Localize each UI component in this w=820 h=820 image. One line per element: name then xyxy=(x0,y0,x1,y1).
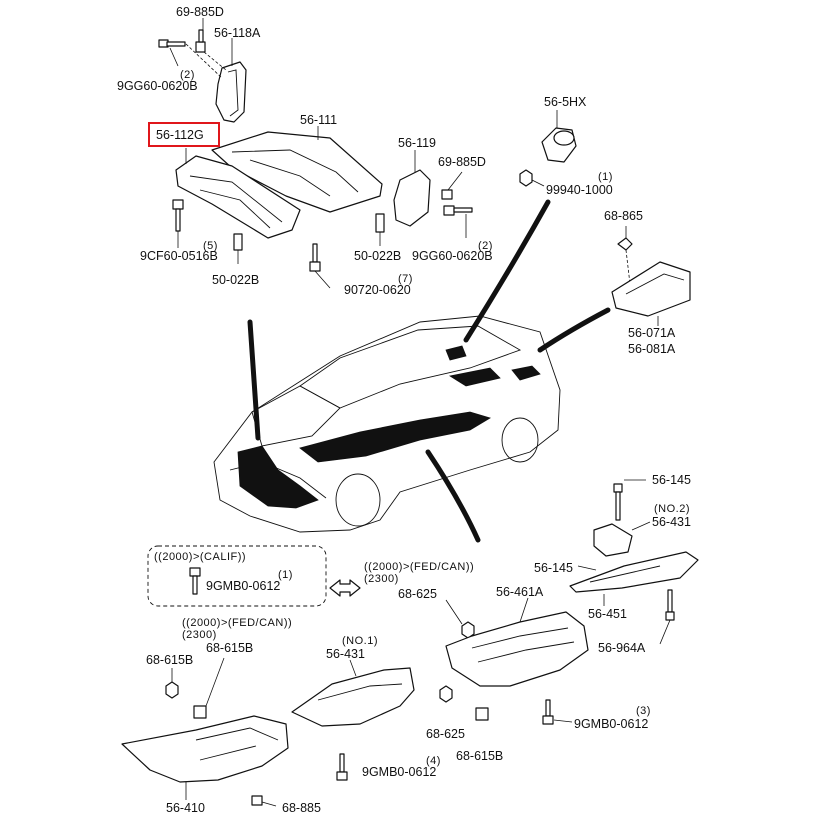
label-68-865: 68-865 xyxy=(604,209,643,223)
bolt-9GG60-right xyxy=(443,205,473,216)
label-9GMB0-4: 9GMB0-0612 xyxy=(362,765,436,779)
label-9GMB0-calif: 9GMB0-0612 xyxy=(206,579,280,593)
note-fedcan-right-1: ((2000)>(FED/CAN)) xyxy=(364,561,474,573)
label-90720: 90720-0620 xyxy=(344,283,411,297)
double-arrow xyxy=(329,579,361,597)
label-68-615B-left2: 68-615B xyxy=(206,641,253,655)
label-56-119: 56-119 xyxy=(398,136,436,150)
note-fedcan-right-2: (2300) xyxy=(364,573,399,585)
label-50-022B-right: 50-022B xyxy=(354,249,401,263)
label-56-431-left: 56-431 xyxy=(326,647,365,661)
label-68-885: 68-885 xyxy=(282,801,321,815)
note-calif: ((2000)>(CALIF)) xyxy=(154,551,246,563)
bolt-56-145-top xyxy=(613,483,623,521)
leader-front xyxy=(247,319,261,441)
leader-right xyxy=(537,307,611,353)
bolt-9GMB0-3 xyxy=(542,699,554,725)
label-56-112G: 56-112G xyxy=(156,128,204,142)
label-56-451: 56-451 xyxy=(588,607,627,621)
note-fedcan-left-1: ((2000)>(FED/CAN)) xyxy=(182,617,292,629)
clip-50-022B-left xyxy=(233,233,243,251)
label-56-964A: 56-964A xyxy=(598,641,646,655)
label-56-111: 56-111 xyxy=(300,113,337,127)
label-qty-1-calif: (1) xyxy=(278,569,293,581)
label-qty-1-top: (1) xyxy=(598,171,613,183)
heat-shield-56-461A xyxy=(445,611,589,687)
leader-top xyxy=(463,199,551,343)
insulator-56-431-left xyxy=(291,667,415,727)
highlight-box-56-112G xyxy=(148,122,220,147)
label-qty-2-right: (2) xyxy=(478,240,493,252)
label-qty-7: (7) xyxy=(398,273,413,285)
label-no-2: (NO.2) xyxy=(654,503,690,515)
label-56-145-mid: 56-145 xyxy=(534,561,573,575)
label-56-145-top: 56-145 xyxy=(652,473,691,487)
leader-bottom xyxy=(425,449,481,543)
label-no-1: (NO.1) xyxy=(342,635,378,647)
bolt-9GG60-top xyxy=(158,39,186,48)
label-68-615B-left: 68-615B xyxy=(146,653,193,667)
label-50-022B-left: 50-022B xyxy=(212,273,259,287)
label-qty-2-top: (2) xyxy=(180,69,195,81)
bracket-56-118A xyxy=(215,61,247,123)
nut-68-625-top xyxy=(461,621,475,639)
note-fedcan-left-2: (2300) xyxy=(182,629,217,641)
bolt-90720 xyxy=(309,243,321,272)
crossmember-56-451 xyxy=(569,551,699,593)
label-9GG60-top: 9GG60-0620B xyxy=(117,79,198,93)
label-56-5HX: 56-5HX xyxy=(544,95,587,109)
bracket-56-119 xyxy=(393,169,431,227)
label-56-431-right: 56-431 xyxy=(652,515,691,529)
label-56-461A: 56-461A xyxy=(496,585,544,599)
clip-69-885D-right xyxy=(441,189,453,200)
label-69-885D-right: 69-885D xyxy=(438,155,486,169)
bolt-9GMB0-4 xyxy=(336,753,348,781)
clip-68-865 xyxy=(617,237,633,251)
label-69-885D-top: 69-885D xyxy=(176,5,224,19)
label-68-615B-bot: 68-615B xyxy=(456,749,503,763)
part-56-5HX xyxy=(541,127,577,163)
calif-note-box xyxy=(147,545,327,607)
label-56-071A: 56-071A xyxy=(628,326,676,340)
bolt-9GMB0-calif xyxy=(189,567,201,595)
label-qty-5: (5) xyxy=(203,240,218,252)
nut-68-615B-bot xyxy=(475,707,489,721)
under-cover-56-112G xyxy=(175,155,301,239)
label-9CF60: 9CF60-0516B xyxy=(140,249,218,263)
clip-69-885D-top xyxy=(195,29,206,53)
label-qty-4: (4) xyxy=(426,755,441,767)
pad-56-071A xyxy=(611,261,691,317)
nut-68-615B-left2 xyxy=(193,705,207,719)
label-56-118A: 56-118A xyxy=(214,26,261,40)
bolt-56-964A xyxy=(665,589,675,621)
clip-50-022B-right xyxy=(375,213,385,233)
nut-68-625-bot xyxy=(439,685,453,703)
label-68-625-bot: 68-625 xyxy=(426,727,465,741)
nut-99940 xyxy=(519,169,533,187)
bolt-9CF60 xyxy=(172,199,184,232)
insulator-56-431-right xyxy=(593,523,633,557)
heat-shield-56-410 xyxy=(121,715,289,783)
nut-68-615B-left xyxy=(165,681,179,699)
label-99940: 99940-1000 xyxy=(546,183,613,197)
label-56-081A: 56-081A xyxy=(628,342,676,356)
clip-68-885 xyxy=(251,795,263,806)
label-68-625-top: 68-625 xyxy=(398,587,437,601)
car-underbody-fill xyxy=(237,345,541,509)
label-9GMB0-3: 9GMB0-0612 xyxy=(574,717,648,731)
label-56-410: 56-410 xyxy=(166,801,205,815)
label-9GG60-right: 9GG60-0620B xyxy=(412,249,493,263)
label-qty-3: (3) xyxy=(636,705,651,717)
